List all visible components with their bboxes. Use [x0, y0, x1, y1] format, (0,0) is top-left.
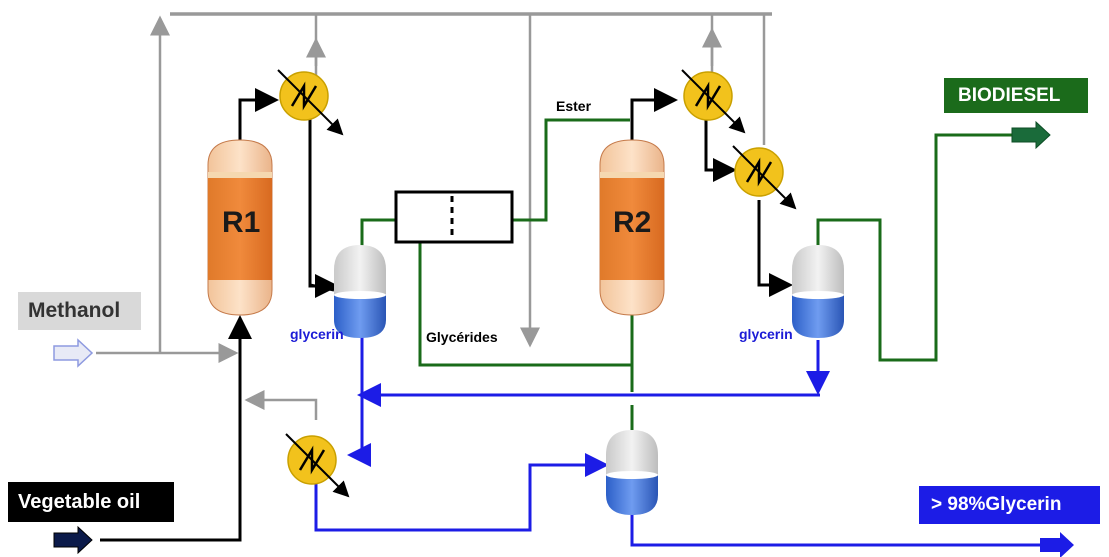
separator-right	[792, 245, 844, 338]
feed-lines	[100, 88, 793, 542]
methanol-label: Methanol	[18, 292, 141, 330]
extraction-column	[394, 190, 514, 244]
reactor-r1	[207, 139, 273, 316]
biodiesel-label: BIODIESEL	[944, 78, 1088, 113]
vegetable-oil-label: Vegetable oil	[8, 482, 174, 522]
glycerin-right-label: glycerin	[739, 326, 793, 342]
methanol-lines	[96, 12, 772, 420]
methanol-inlet-arrow	[53, 338, 94, 368]
vegetable-oil-inlet-arrow	[53, 525, 93, 555]
separator-left	[334, 245, 386, 338]
glycerin-lines	[314, 335, 1060, 547]
heat-exchanger-1	[277, 69, 344, 136]
glycerin-output-label: > 98%Glycerin	[919, 486, 1100, 524]
ester-lines	[360, 118, 1012, 430]
heat-exchanger-4	[285, 433, 350, 498]
separator-bottom	[606, 430, 658, 515]
heat-exchanger-3	[732, 145, 797, 210]
heat-exchanger-2	[681, 69, 746, 134]
glycerides-label: Glycérides	[426, 329, 498, 345]
ester-label: Ester	[556, 98, 592, 114]
reactor-r2-label: R2	[613, 206, 652, 239]
reactor-r2	[599, 139, 665, 316]
reactor-r1-label: R1	[222, 206, 261, 239]
glycerin-outlet-arrow	[1040, 532, 1074, 557]
glycerin-left-label: glycerin	[290, 326, 344, 342]
biodiesel-outlet-arrow	[1011, 120, 1051, 150]
